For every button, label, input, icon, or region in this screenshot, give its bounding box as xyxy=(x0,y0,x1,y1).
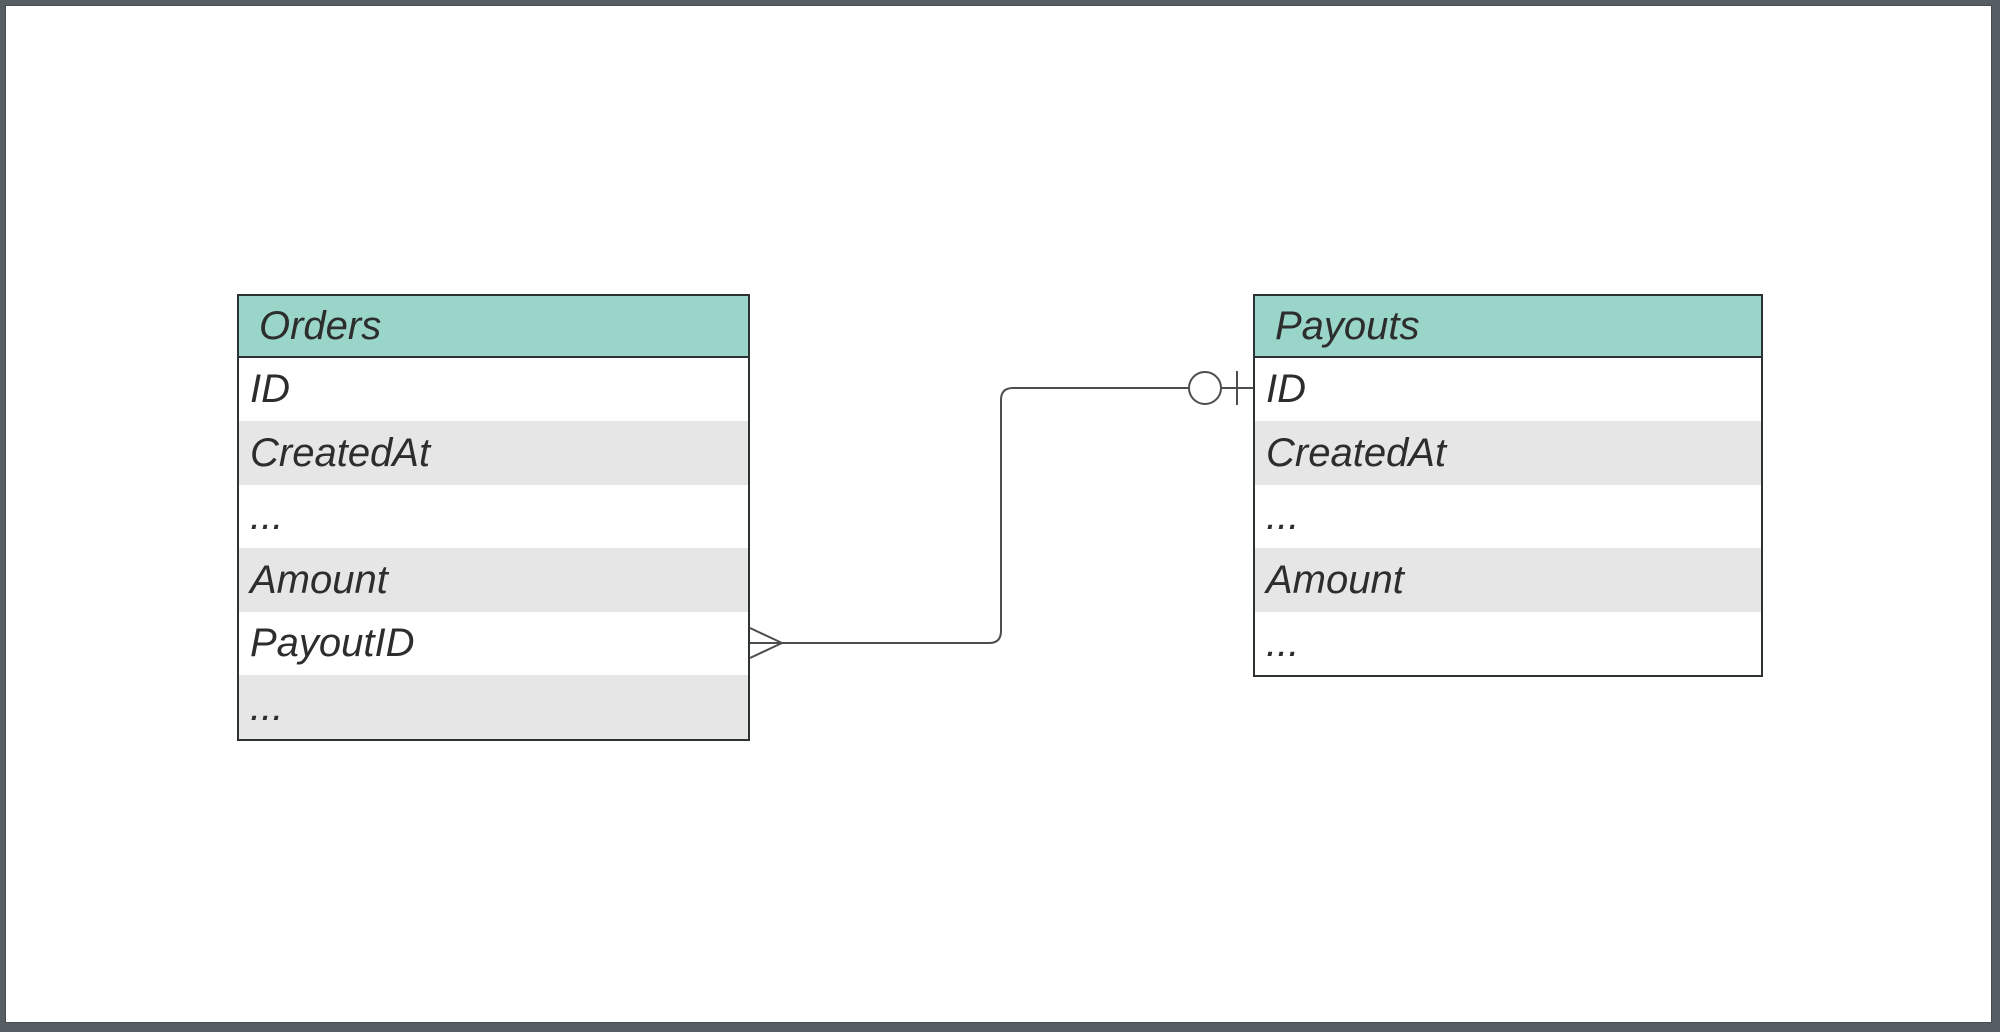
table-title-orders[interactable]: Orders xyxy=(239,296,748,358)
entity-table-orders[interactable]: Orders ID CreatedAt ... Amount PayoutID … xyxy=(237,294,750,741)
table-row-payouts-ellipsis-2[interactable]: ... xyxy=(1255,611,1761,675)
table-row-orders-ellipsis-1[interactable]: ... xyxy=(239,484,748,548)
table-row-orders-createdat[interactable]: CreatedAt xyxy=(239,421,748,485)
zero-or-one-icon xyxy=(1188,371,1253,405)
crows-foot-many-icon xyxy=(749,627,783,659)
table-row-payouts-ellipsis-1[interactable]: ... xyxy=(1255,484,1761,548)
table-row-orders-ellipsis-2[interactable]: ... xyxy=(239,675,748,739)
table-row-orders-id[interactable]: ID xyxy=(239,357,748,421)
table-row-orders-amount[interactable]: Amount xyxy=(239,548,748,612)
table-row-payouts-amount[interactable]: Amount xyxy=(1255,548,1761,612)
table-title-payouts[interactable]: Payouts xyxy=(1255,296,1761,358)
entity-table-payouts[interactable]: Payouts ID CreatedAt ... Amount ... xyxy=(1253,294,1763,677)
table-row-payouts-id[interactable]: ID xyxy=(1255,357,1761,421)
connector-path[interactable] xyxy=(782,387,1189,644)
table-row-payouts-createdat[interactable]: CreatedAt xyxy=(1255,421,1761,485)
table-row-orders-payoutid[interactable]: PayoutID xyxy=(239,611,748,675)
